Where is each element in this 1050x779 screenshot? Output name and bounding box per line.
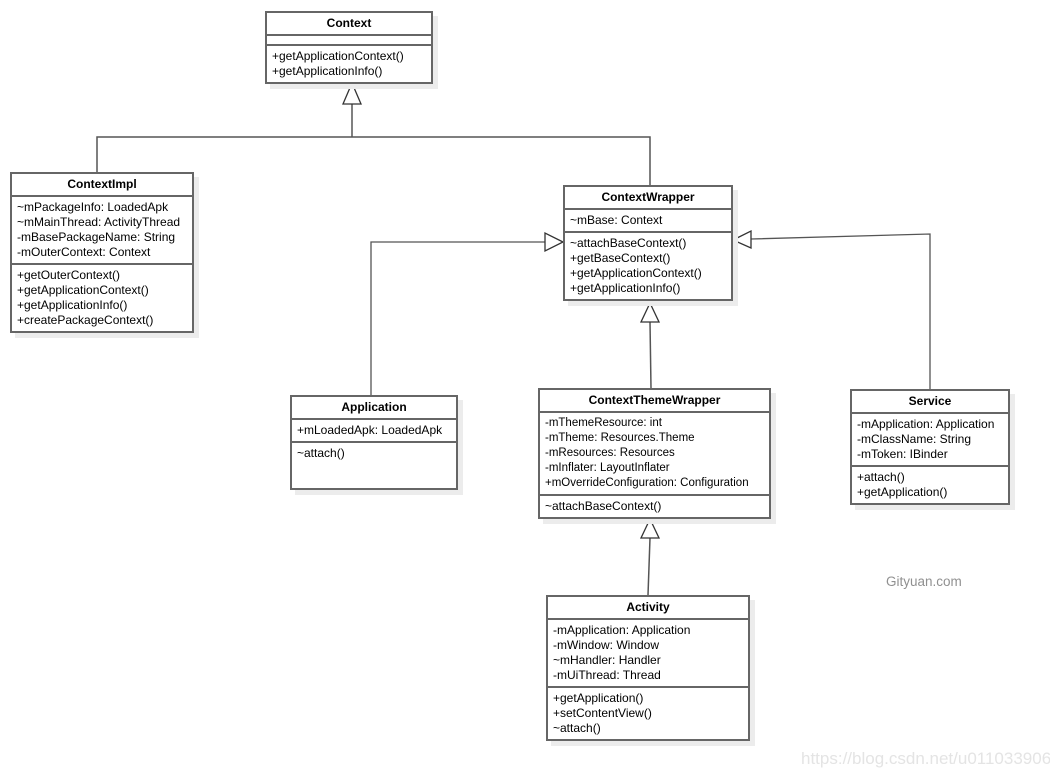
class-member: +getApplicationInfo() bbox=[570, 281, 681, 295]
class-member: +getApplicationInfo() bbox=[17, 298, 128, 312]
class-member: +getApplicationContext() bbox=[17, 283, 149, 297]
class-box-application: Application +mLoadedApk: LoadedApk ~atta… bbox=[290, 395, 458, 490]
class-member: -mClassName: String bbox=[857, 432, 972, 446]
class-member: ~mHandler: Handler bbox=[553, 653, 661, 667]
class-member: -mTheme: Resources.Theme bbox=[545, 432, 695, 444]
class-member: +getApplicationContext() bbox=[272, 49, 404, 63]
class-member: -mThemeResource: int bbox=[545, 417, 662, 429]
class-box-context: Context +getApplicationContext()+getAppl… bbox=[265, 11, 433, 84]
class-attributes-contextwrapper: ~mBase: Context bbox=[565, 208, 731, 231]
class-methods-contextwrapper: ~attachBaseContext()+getBaseContext()+ge… bbox=[565, 231, 731, 299]
generalization-line-activity bbox=[647, 537, 651, 596]
class-methods-activity: +getApplication()+setContentView()~attac… bbox=[548, 686, 748, 739]
class-attributes-application: +mLoadedApk: LoadedApk bbox=[292, 418, 456, 441]
class-attributes-activity: -mApplication: Application-mWindow: Wind… bbox=[548, 618, 748, 686]
class-member: -mInflater: LayoutInflater bbox=[545, 462, 670, 474]
class-member: ~attachBaseContext() bbox=[545, 499, 662, 513]
class-attributes-contextimpl: ~mPackageInfo: LoadedApk~mMainThread: Ac… bbox=[12, 195, 192, 263]
class-member: ~attach() bbox=[553, 721, 601, 735]
class-member: -mApplication: Application bbox=[553, 623, 691, 637]
generalization-arrow-context bbox=[342, 81, 362, 105]
generalization-tree-to-context bbox=[96, 104, 651, 185]
class-member: ~attach() bbox=[297, 446, 345, 460]
generalization-arrow-application bbox=[544, 231, 565, 253]
class-box-activity: Activity -mApplication: Application-mWin… bbox=[546, 595, 750, 741]
class-title-contextthemewrapper: ContextThemeWrapper bbox=[588, 393, 721, 407]
class-member: -mBasePackageName: String bbox=[17, 230, 176, 244]
class-member: -mWindow: Window bbox=[553, 638, 660, 652]
class-member: ~mBase: Context bbox=[570, 213, 663, 227]
class-member: +createPackageContext() bbox=[17, 313, 154, 327]
generalization-line-contextthemewrapper bbox=[649, 321, 652, 389]
class-attributes-contextthemewrapper: -mThemeResource: int -mTheme: Resources.T… bbox=[540, 411, 769, 494]
class-member: +getApplication() bbox=[857, 485, 948, 499]
class-methods-service: +attach()+getApplication() bbox=[852, 465, 1008, 503]
class-member: -mUiThread: Thread bbox=[553, 668, 661, 682]
class-member: ~attachBaseContext() bbox=[570, 236, 687, 250]
generalization-line-service bbox=[750, 233, 931, 389]
class-member: +getApplicationInfo() bbox=[272, 64, 383, 78]
class-member: ~mMainThread: ActivityThread bbox=[17, 215, 181, 229]
watermark-gityuan: Gityuan.com bbox=[886, 574, 962, 589]
class-member: -mToken: IBinder bbox=[857, 447, 948, 461]
generalization-arrow-contextthemewrapper bbox=[639, 301, 661, 323]
class-member: +getApplicationContext() bbox=[570, 266, 702, 280]
generalization-arrow-service bbox=[731, 229, 752, 250]
class-box-contextthemewrapper: ContextThemeWrapper -mThemeResource: int… bbox=[538, 388, 771, 519]
class-methods-application: ~attach() bbox=[292, 441, 456, 488]
class-title-context: Context bbox=[326, 16, 372, 30]
class-methods-contextimpl: +getOuterContext()+getApplicationContext… bbox=[12, 263, 192, 331]
generalization-line-application bbox=[370, 241, 545, 395]
class-member: +mLoadedApk: LoadedApk bbox=[297, 423, 443, 437]
class-member: +getBaseContext() bbox=[570, 251, 671, 265]
class-member: -mApplication: Application bbox=[857, 417, 995, 431]
class-member: +attach() bbox=[857, 470, 905, 484]
class-member: +getOuterContext() bbox=[17, 268, 121, 282]
class-member: -mResources: Resources bbox=[545, 447, 675, 459]
class-member: +getApplication() bbox=[553, 691, 644, 705]
class-methods-contextthemewrapper: ~attachBaseContext() bbox=[540, 494, 769, 517]
class-attributes-service: -mApplication: Application-mClassName: S… bbox=[852, 412, 1008, 465]
class-title-activity: Activity bbox=[626, 600, 670, 614]
class-title-contextimpl: ContextImpl bbox=[67, 177, 137, 191]
class-title-service: Service bbox=[908, 394, 952, 408]
class-methods-context: +getApplicationContext()+getApplicationI… bbox=[267, 44, 431, 82]
class-title-application: Application bbox=[341, 400, 407, 414]
watermark-csdn-blog-url: https://blog.csdn.net/u011033906 bbox=[801, 749, 1050, 768]
class-box-contextimpl: ContextImpl ~mPackageInfo: LoadedApk~mMa… bbox=[10, 172, 194, 333]
class-member: -mOuterContext: Context bbox=[17, 245, 151, 259]
class-member: +mOverrideConfiguration: Configuration bbox=[545, 477, 749, 489]
generalization-arrow-activity bbox=[639, 517, 661, 539]
class-member: +setContentView() bbox=[553, 706, 652, 720]
class-title-contextwrapper: ContextWrapper bbox=[601, 190, 695, 204]
class-attributes-context bbox=[267, 34, 431, 44]
class-member: ~mPackageInfo: LoadedApk bbox=[17, 200, 169, 214]
class-box-service: Service -mApplication: Application-mClas… bbox=[850, 389, 1010, 505]
class-box-contextwrapper: ContextWrapper ~mBase: Context ~attachBa… bbox=[563, 185, 733, 301]
